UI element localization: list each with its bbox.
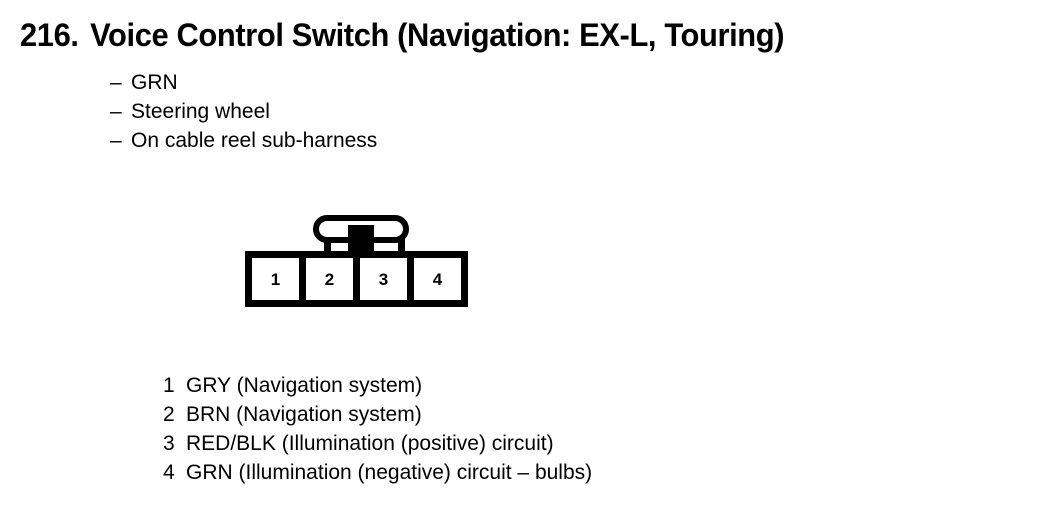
pin-legend-label: GRY (Navigation system) xyxy=(186,374,423,397)
pin-legend-number: 1 xyxy=(163,374,175,397)
page-title-number: 216. xyxy=(20,17,79,53)
page-title: 216. Voice Control Switch (Navigation: EX… xyxy=(20,16,785,54)
pin-legend-label: RED/BLK (Illumination (positive) circuit… xyxy=(186,432,554,455)
connector-latch-leg-left-icon xyxy=(324,239,331,253)
meta-list-item: –Steering wheel xyxy=(110,97,377,126)
connector-pin-cell: 4 xyxy=(414,258,461,300)
meta-list-item-label: Steering wheel xyxy=(131,100,270,123)
connector-pin-cell-number: 1 xyxy=(270,269,281,289)
pin-legend-label: GRN (Illumination (negative) circuit – b… xyxy=(186,461,593,484)
connector-pin-cell-number: 3 xyxy=(378,269,389,289)
pin-legend-label: BRN (Navigation system) xyxy=(186,403,422,426)
connector-pin-cell: 2 xyxy=(306,258,353,300)
meta-list-item-label: On cable reel sub-harness xyxy=(131,129,378,152)
connector-pin-cell: 1 xyxy=(252,258,299,300)
pin-legend: 1 GRY (Navigation system) 2 BRN (Navigatio… xyxy=(163,371,592,487)
connector-body: 1 2 3 4 xyxy=(245,251,468,307)
pin-legend-number: 4 xyxy=(163,461,175,484)
dash-bullet-icon: – xyxy=(110,100,122,123)
pin-legend-number: 3 xyxy=(163,432,175,455)
page-title-text: Voice Control Switch (Navigation: EX-L, … xyxy=(90,17,785,53)
connector-pin-cell-number: 2 xyxy=(324,269,335,289)
meta-list-item: –GRN xyxy=(110,68,377,97)
dash-bullet-icon: – xyxy=(110,129,122,152)
dash-bullet-icon: – xyxy=(110,71,122,94)
connector-latch-stem-icon xyxy=(348,225,374,251)
connector-latch-leg-right-icon xyxy=(398,239,405,253)
pin-legend-row: 3 RED/BLK (Illumination (positive) circui… xyxy=(163,429,592,458)
pin-legend-row: 1 GRY (Navigation system) xyxy=(163,371,592,400)
connector-diagram: 1 2 3 4 xyxy=(245,213,475,309)
connector-pin-cell: 3 xyxy=(360,258,407,300)
connector-pin-cell-number: 4 xyxy=(432,269,443,289)
pin-legend-row: 4 GRN (Illumination (negative) circuit – … xyxy=(163,458,592,487)
meta-list-item: –On cable reel sub-harness xyxy=(110,126,377,155)
connector-meta-list: –GRN –Steering wheel –On cable reel sub-… xyxy=(110,68,377,155)
meta-list-item-label: GRN xyxy=(131,71,178,94)
pin-legend-number: 2 xyxy=(163,403,175,426)
pin-legend-row: 2 BRN (Navigation system) xyxy=(163,400,592,429)
